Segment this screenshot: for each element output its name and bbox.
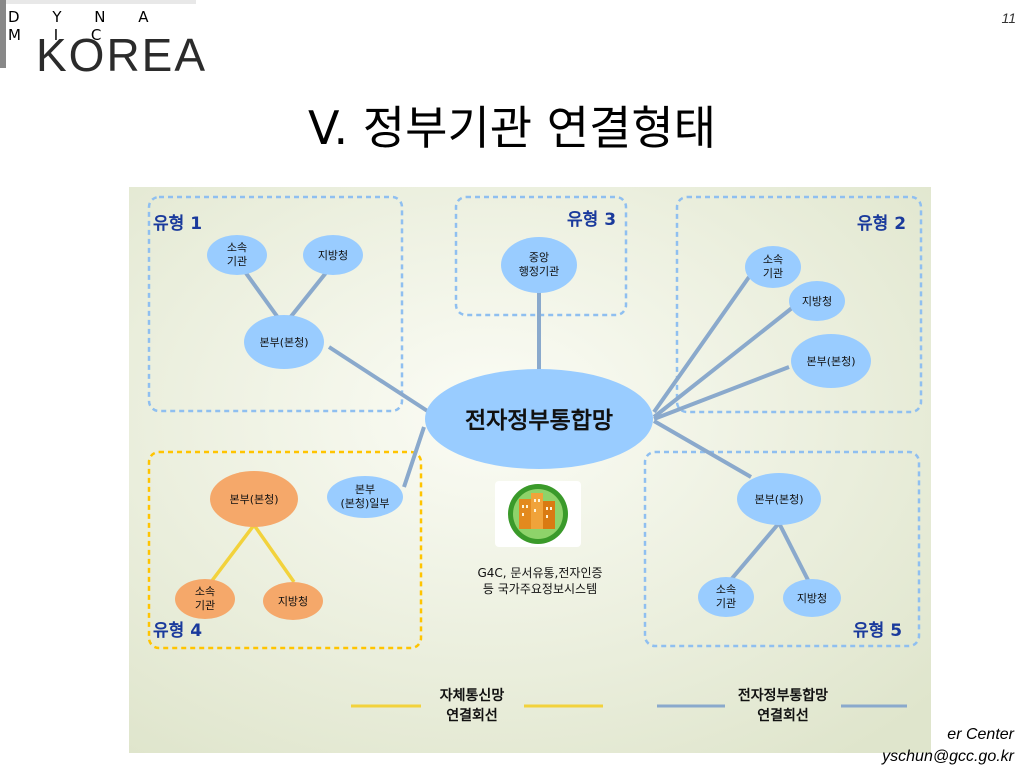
system-label-1: G4C, 문서유통,전자인증 (477, 566, 602, 580)
t4-hqpart-node (327, 476, 403, 518)
t2-hq-node (791, 334, 871, 388)
network-diagram: 전자정부통합망 유형 1 소속 기관 지방청 본부(본청) 유형 3 중앙 행정… (129, 187, 931, 753)
t3-central-label-2: 행정기관 (519, 265, 559, 278)
link-t4-hq-regional (252, 523, 296, 584)
t4-affiliate-label-1: 소속 (195, 585, 215, 598)
t2-regional-node (789, 281, 845, 321)
t3-central-node (501, 237, 577, 293)
footer-email: yschun@gcc.go.kr (882, 748, 1014, 765)
t1-affiliate-node (207, 235, 267, 275)
link-t5-hq-regional (777, 522, 811, 583)
t4-affiliate-label-2: 기관 (195, 599, 215, 612)
t1-regional-label: 지방청 (318, 249, 348, 262)
t2-regional-label: 지방청 (802, 295, 832, 308)
t4-hq-label: 본부(본청) (229, 493, 278, 506)
link-t1-regional-hq (287, 267, 331, 321)
t4-hq-node (210, 471, 298, 527)
center-node (425, 369, 653, 469)
t2-affiliate-label-1: 소속 (763, 253, 783, 266)
type-4-label: 유형 4 (153, 620, 202, 641)
link-t2-affiliate-center (652, 275, 751, 414)
type-2-box (675, 195, 923, 414)
system-building-icon (495, 481, 581, 547)
logo-top-text: D Y N A M I C (8, 8, 163, 44)
t5-hq-label: 본부(본청) (754, 493, 803, 506)
type-1-box (147, 195, 404, 413)
t5-affiliate-label-1: 소속 (716, 583, 736, 596)
t5-affiliate-label-2: 기관 (716, 597, 736, 610)
t4-affiliate-node (175, 579, 235, 619)
page-number: 11 (1001, 10, 1016, 26)
logo-bar (0, 0, 6, 68)
t1-affiliate-label-2: 기관 (227, 255, 247, 268)
t1-affiliate-label-1: 소속 (227, 241, 247, 254)
legend-own-label-1: 자체통신망 (440, 687, 505, 704)
system-label-2: 등 국가주요정보시스템 (483, 582, 597, 596)
t5-affiliate-node (698, 577, 754, 617)
t1-hq-node (244, 315, 324, 369)
t4-hqpart-label-1: 본부 (355, 483, 375, 496)
link-center-t5-hq (653, 419, 752, 479)
t5-regional-node (783, 579, 841, 617)
t1-regional-node (303, 235, 363, 275)
t5-regional-label: 지방청 (797, 592, 827, 605)
t2-affiliate-label-2: 기관 (763, 267, 783, 280)
link-t5-hq-affiliate (727, 521, 781, 584)
link-center-t4-hqpart (402, 426, 426, 488)
type-5-label: 유형 5 (853, 620, 902, 641)
link-t1-affiliate-hq (241, 267, 281, 321)
logo-frame (6, 0, 196, 4)
t2-affiliate-node (745, 246, 801, 288)
legend-gov-label-2: 연결회선 (757, 707, 809, 724)
type-4-box (147, 450, 423, 650)
link-t2-regional-center (652, 302, 799, 419)
legend-gov-label-1: 전자정부통합망 (738, 687, 828, 704)
type-1-label: 유형 1 (153, 213, 202, 234)
t2-hq-label: 본부(본청) (806, 355, 855, 368)
type-5-box (643, 450, 921, 648)
center-node-label: 전자정부통합망 (465, 408, 613, 434)
footer-center-text: er Center (947, 726, 1014, 743)
type-2-label: 유형 2 (857, 213, 906, 234)
t4-regional-node (263, 582, 323, 620)
t4-hqpart-label-2: (본청)일부 (340, 496, 389, 510)
logo-main-text: KOREA (36, 29, 208, 81)
t4-regional-label: 지방청 (278, 595, 308, 608)
link-t4-hq-affiliate (209, 523, 256, 584)
t5-hq-node (737, 473, 821, 525)
t3-central-label-1: 중앙 (529, 251, 549, 264)
link-t2-hq-center (653, 365, 790, 421)
dynamic-korea-logo: D Y N A M I C KOREA (0, 0, 205, 78)
t1-hq-label: 본부(본청) (259, 336, 308, 349)
slide-title: V. 정부기관 연결형태 (308, 101, 716, 155)
type-3-label: 유형 3 (567, 209, 616, 230)
link-t1-hq-center (327, 345, 431, 414)
legend-own-label-2: 연결회선 (446, 707, 498, 724)
